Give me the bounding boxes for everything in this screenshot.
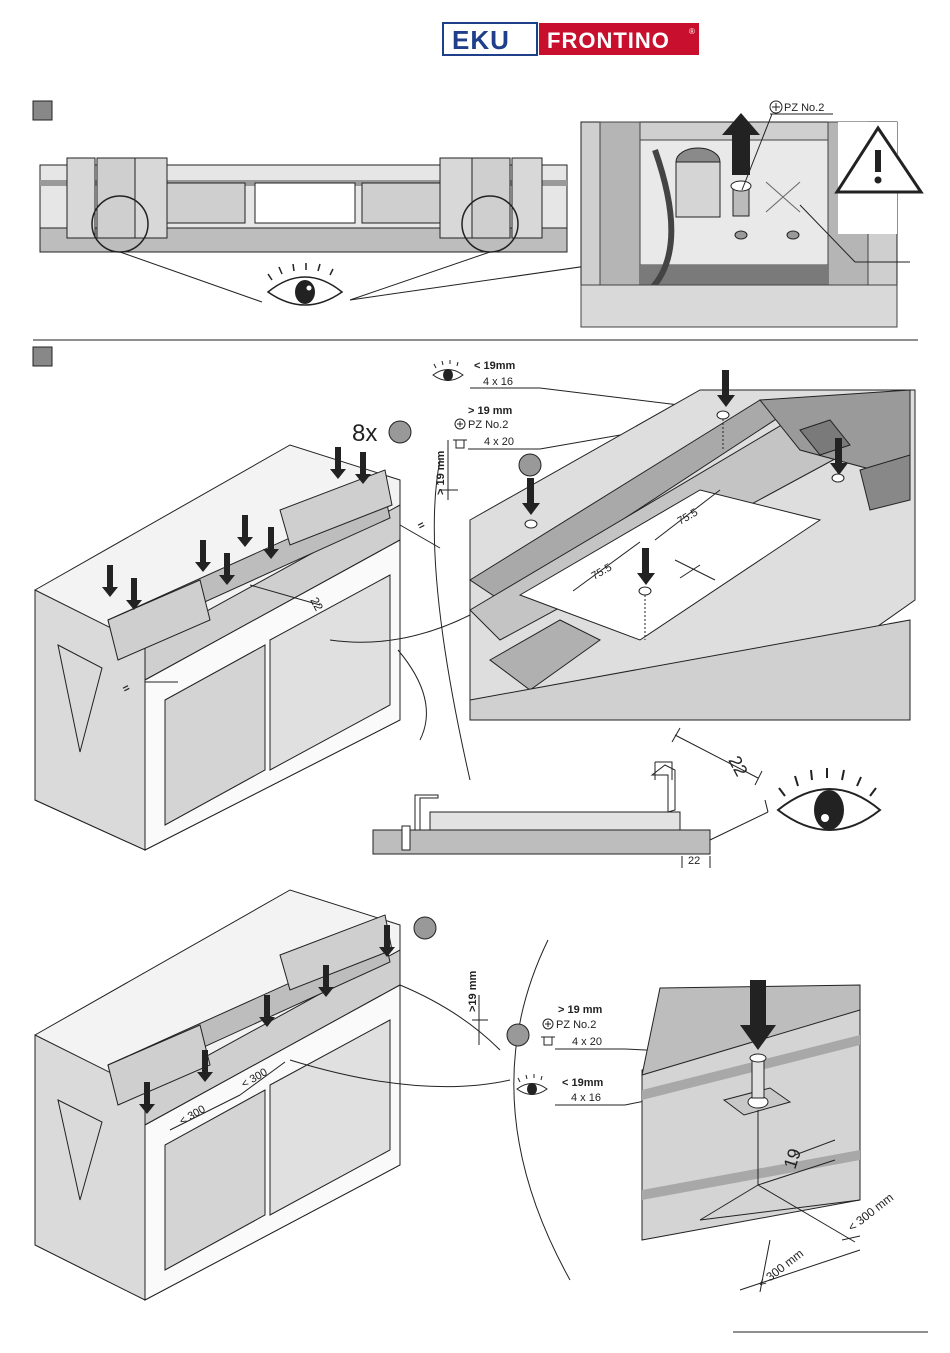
track-assembly-front-view xyxy=(40,158,567,252)
overhang-label-3: >19 mm xyxy=(467,971,479,1012)
phillips-screwdriver-icon xyxy=(455,419,465,429)
callout3-gt-cond: > 19 mm xyxy=(558,1004,603,1016)
phillips-screwdriver-icon xyxy=(543,1019,553,1029)
callout-lt-screw: 4 x 16 xyxy=(483,376,513,388)
screw-head-icon xyxy=(541,1037,555,1045)
equal-mark-right: = xyxy=(416,519,427,533)
callout-gt-cond: > 19 mm xyxy=(468,405,513,417)
screw-head-icon xyxy=(453,440,467,448)
section-depth: 22 xyxy=(688,855,700,867)
phillips-screwdriver-icon xyxy=(770,101,782,113)
screw-quantity: 8x xyxy=(352,420,377,447)
brand-logo: EKU FRONTINO ® xyxy=(443,23,699,55)
screw-marker xyxy=(507,1024,529,1046)
screw-marker xyxy=(389,421,411,443)
callout3-lt-screw: 4 x 16 xyxy=(571,1092,601,1104)
logo-brand: EKU xyxy=(452,25,510,55)
step-marker-2 xyxy=(33,347,52,366)
detail-zoom-track xyxy=(470,370,915,720)
callout3-gt-screw: 4 x 20 xyxy=(572,1036,602,1048)
logo-registered: ® xyxy=(689,27,695,36)
callout3-gt-driver: PZ No.2 xyxy=(556,1019,596,1031)
eye-icon-small xyxy=(433,360,463,381)
screw-marker xyxy=(414,917,436,939)
step-marker-1 xyxy=(33,101,52,120)
cabinet-isometric-top xyxy=(35,445,400,850)
logo-product: FRONTINO xyxy=(547,28,670,53)
overhang-label: > 19 mm xyxy=(435,450,447,495)
detail-screw-label: PZ No.2 xyxy=(784,102,824,114)
detail-zoom-clip xyxy=(642,980,860,1292)
cabinet-isometric-bottom xyxy=(35,890,400,1300)
spacing-mm-a: < 300 mm xyxy=(755,1246,806,1290)
depth-large: 22 xyxy=(724,752,751,779)
callout-lt-cond: < 19mm xyxy=(474,360,515,372)
eye-icon-small xyxy=(517,1074,547,1095)
eye-icon xyxy=(268,263,342,305)
cross-section-view xyxy=(373,762,710,868)
warning-icon xyxy=(837,122,921,234)
eye-icon-large xyxy=(778,768,880,830)
callout-gt-screw: 4 x 20 xyxy=(484,436,514,448)
callout-gt-driver: PZ No.2 xyxy=(468,419,508,431)
callout3-lt-cond: < 19mm xyxy=(562,1077,603,1089)
